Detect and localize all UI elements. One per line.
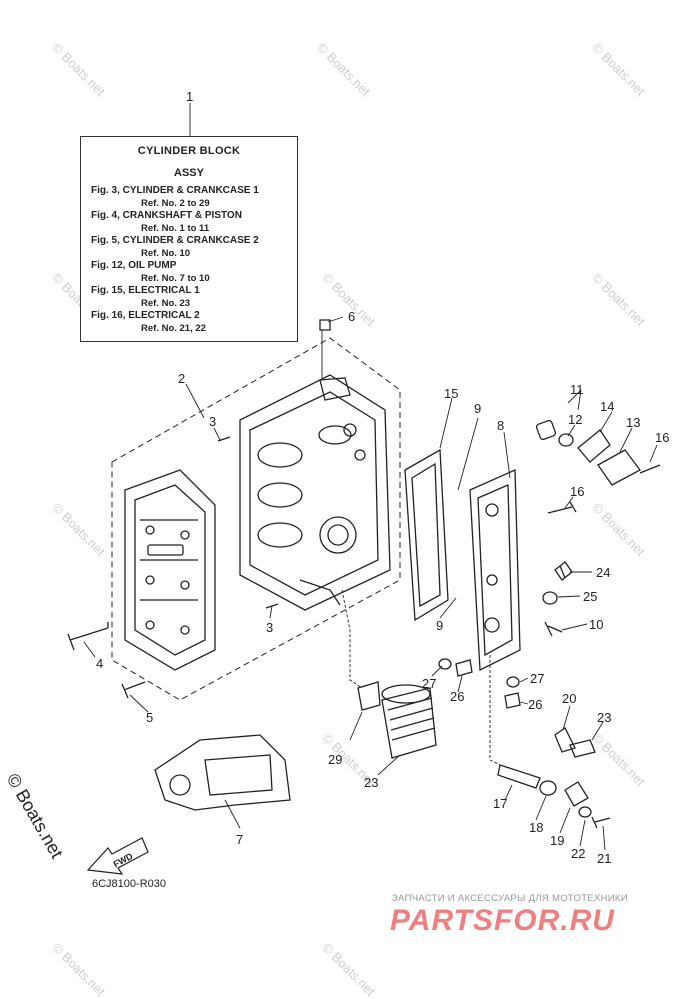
callout-6: 6 — [348, 309, 355, 324]
assembly-legend-box: CYLINDER BLOCK ASSY Fig. 3, CYLINDER & C… — [80, 136, 298, 342]
fitting-10 — [544, 621, 563, 637]
callout-26: 26 — [450, 689, 464, 704]
washer-18 — [539, 780, 557, 796]
assembly-boundary — [111, 337, 401, 701]
oring-25 — [542, 591, 558, 605]
callout-1: 1 — [186, 89, 193, 104]
bolt-5 — [121, 681, 146, 699]
callout-4: 4 — [96, 656, 103, 671]
callout-27: 27 — [422, 676, 436, 691]
shop-logo: PARTSFOR.RU — [390, 904, 615, 937]
oil-filter-part — [381, 684, 437, 759]
callout-20: 20 — [562, 691, 576, 706]
legend-fig: Fig. 3, CYLINDER & CRANKCASE 1 — [91, 185, 259, 196]
gasket-7 — [154, 734, 291, 811]
callout-26: 26 — [528, 697, 542, 712]
callout-9: 9 — [474, 401, 481, 416]
crankcase-part — [124, 469, 216, 671]
callout-16: 16 — [655, 430, 669, 445]
legend-fig: Fig. 15, ELECTRICAL 1 — [91, 285, 200, 296]
legend-ref: Ref. No. 21, 22 — [141, 322, 206, 334]
callout-14: 14 — [600, 399, 614, 414]
callout-23: 23 — [364, 775, 378, 790]
callout-3: 3 — [209, 414, 216, 429]
plug-26b — [504, 692, 521, 709]
pin-3a — [217, 436, 231, 442]
callout-22: 22 — [571, 846, 585, 861]
callout-27: 27 — [530, 671, 544, 686]
fitting-29 — [357, 681, 381, 711]
legend-title: CYLINDER BLOCK — [137, 145, 241, 157]
callout-13: 13 — [626, 415, 640, 430]
bolt-4 — [67, 622, 109, 651]
callout-7: 7 — [236, 832, 243, 847]
bolt-6 — [319, 319, 331, 331]
fwd-arrow — [86, 837, 149, 875]
gasket-part — [404, 448, 449, 622]
legend-fig: Fig. 16, ELECTRICAL 2 — [91, 310, 200, 321]
legend-ref: Ref. No. 10 — [141, 247, 191, 259]
legend-fig: Fig. 12, OIL PUMP — [91, 260, 177, 271]
sensor-17 — [497, 764, 541, 789]
callout-23: 23 — [597, 710, 611, 725]
callout-19: 19 — [550, 833, 564, 848]
bolt-16 — [547, 501, 577, 514]
callout-25: 25 — [583, 589, 597, 604]
legend-fig: Fig. 4, CRANKSHAFT & PISTON — [91, 210, 242, 221]
callout-2: 2 — [178, 371, 185, 386]
cover-part — [469, 469, 521, 672]
callout-16: 16 — [570, 484, 584, 499]
legend-fig: Fig. 5, CYLINDER & CRANKCASE 2 — [91, 235, 259, 246]
sensor-23 — [569, 739, 596, 758]
washer-27b — [506, 676, 520, 688]
washer-22 — [578, 806, 592, 818]
legend-ref: Ref. No. 2 to 29 — [141, 197, 210, 209]
callout-29: 29 — [328, 752, 342, 767]
bolt-21 — [591, 816, 611, 829]
callout-11: 11 — [570, 382, 584, 397]
legend-ref: Ref. No. 23 — [141, 297, 191, 309]
sensor-24 — [554, 561, 573, 581]
thermostat-parts — [535, 419, 661, 486]
callout-5: 5 — [146, 710, 153, 725]
legend-ref: Ref. No. 1 to 11 — [141, 222, 210, 234]
callout-17: 17 — [493, 796, 507, 811]
legend-subtitle: ASSY — [174, 167, 204, 179]
callout-15: 15 — [444, 386, 458, 401]
callout-3: 3 — [266, 620, 273, 635]
callout-8: 8 — [497, 418, 504, 433]
callout-18: 18 — [529, 820, 543, 835]
callout-12: 12 — [568, 412, 582, 427]
callout-10: 10 — [589, 617, 603, 632]
callout-9: 9 — [436, 618, 443, 633]
washer-27a — [438, 658, 452, 670]
diagram-code: 6CJ8100-R030 — [92, 878, 166, 890]
bracket-19 — [564, 781, 589, 807]
shop-tagline: ЗАПЧАСТИ И АКСЕССУАРЫ ДЛЯ МОТОТЕХНИКИ — [392, 893, 628, 904]
clamp-20 — [554, 727, 576, 753]
legend-ref: Ref. No. 7 to 10 — [141, 272, 210, 284]
callout-24: 24 — [596, 565, 610, 580]
plug-26a — [455, 659, 473, 677]
callout-21: 21 — [597, 851, 611, 866]
cylinder-block-part — [239, 374, 391, 611]
